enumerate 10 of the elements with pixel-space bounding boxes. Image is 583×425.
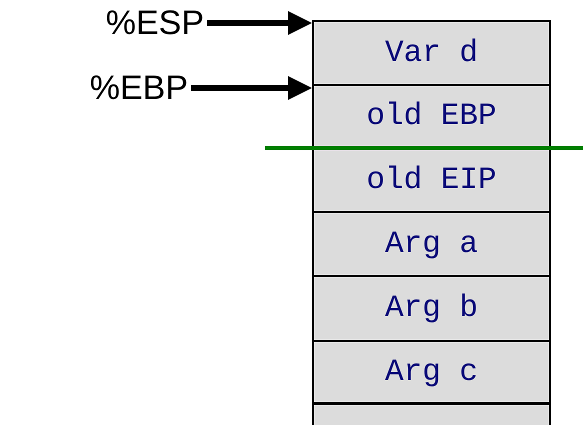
arrow: [207, 11, 312, 35]
stack-cell: old EBP: [312, 84, 551, 149]
register-label: %ESP: [106, 6, 204, 40]
register-label: %EBP: [90, 71, 188, 105]
stack-cell: Arg a: [312, 211, 551, 277]
arrow: [191, 76, 312, 100]
stack-cell: Arg b: [312, 275, 551, 342]
stack-cell: Var d: [312, 20, 551, 86]
stack-cell: Arg c: [312, 340, 551, 404]
stack-cell: old EIP: [312, 147, 551, 213]
